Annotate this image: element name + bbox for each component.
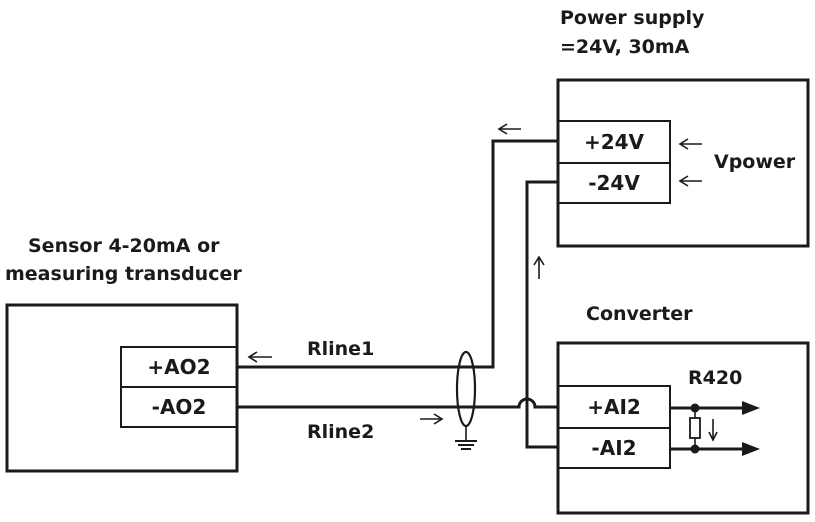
signal-arrow-minus-icon [742,442,760,456]
power-supply-block: Power supply =24V, 30mA +24V -24V Vpower [556,7,810,248]
wiring [237,123,558,450]
wire-rline1 [237,139,558,369]
terminal-minus-ao2-label: -AO2 [152,395,207,419]
terminal-minus-24v-label: -24V [588,171,640,195]
vpower-arrow-minus-icon [678,175,702,187]
terminal-minus-ai2-label: -AI2 [591,436,636,460]
current-arrow-right-icon [420,413,444,425]
current-arrow-left-icon [247,351,272,363]
cable-shield [455,350,477,428]
rline1-label: Rline1 [307,338,374,360]
wire-minus-24v-to-ai2 [525,180,558,449]
sensor-title: Sensor 4-20mA or [28,235,220,257]
ground-icon [455,426,477,450]
converter-block: Converter +AI2 -AI2 R420 [556,303,810,515]
vpower-arrow-plus-icon [678,138,702,150]
converter-title: Converter [586,303,693,325]
resistor-r420 [689,403,701,454]
signal-arrow-plus-icon [742,401,760,415]
power-supply-rating: =24V, 30mA [560,36,690,58]
resistor-label: R420 [688,367,742,389]
vpower-label: Vpower [714,151,796,173]
rline2-label: Rline2 [307,421,374,443]
current-arrow-top-left-icon [497,123,521,135]
terminal-plus-ai2-label: +AI2 [587,395,641,419]
power-supply-title: Power supply [560,7,705,29]
current-arrow-up-icon [533,255,545,279]
sensor-subtitle: measuring transducer [5,263,242,285]
current-arrow-down-icon [708,419,718,442]
terminal-plus-24v-label: +24V [584,130,645,154]
wire-rline2 [237,397,558,409]
sensor-block: Sensor 4-20mA or measuring transducer +A… [5,235,242,473]
terminal-plus-ao2-label: +AO2 [147,355,210,379]
